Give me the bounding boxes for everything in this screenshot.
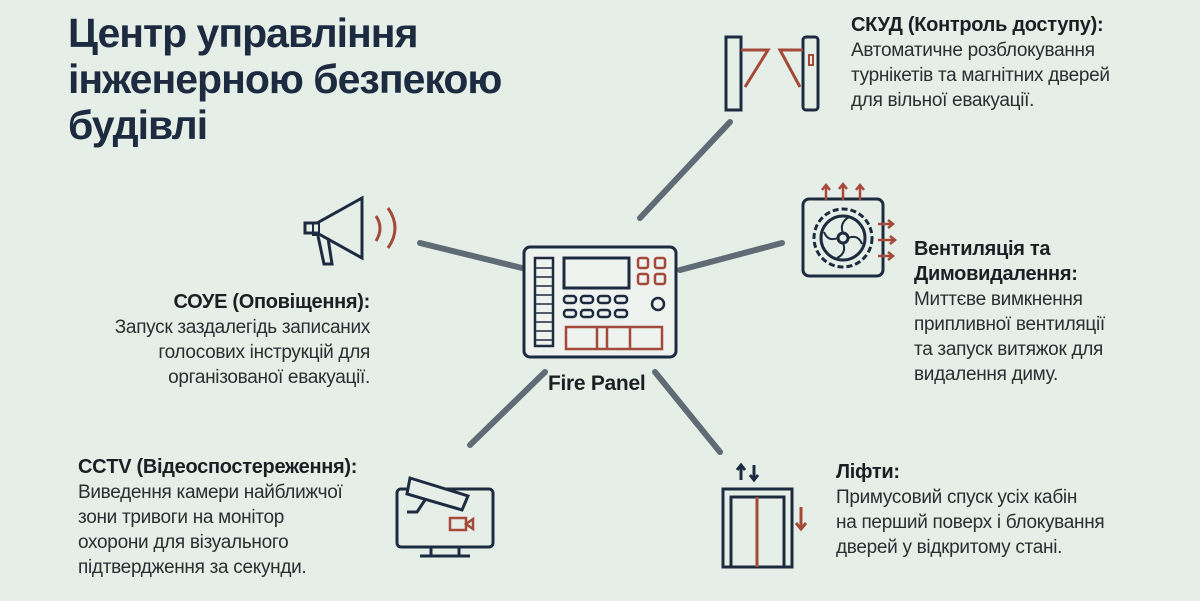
soue-text: Запуск заздалегідь записаних xyxy=(114,317,371,338)
soue-block: СОУЕ (Оповіщення): Запуск заздалегідь за… xyxy=(40,290,371,390)
soue-heading: СОУЕ (Оповіщення): xyxy=(173,291,371,313)
vent-text: Миттєве вимкнення xyxy=(914,289,1083,310)
lifts-text: дверей у відкритому стані. xyxy=(836,537,1063,558)
soue-text: організованої евакуації. xyxy=(168,367,370,388)
title-line: будівлі xyxy=(68,102,208,148)
cctv-text: Виведення камери найближчої xyxy=(78,482,343,503)
fire-panel-icon xyxy=(522,245,678,359)
cctv-text: зони тривоги на монітор xyxy=(78,507,285,528)
vent-heading: Димовидалення: xyxy=(914,263,1078,285)
vent-text: видалення диму. xyxy=(914,364,1058,385)
vent-heading: Вентиляція та xyxy=(914,238,1051,260)
fan-icon xyxy=(801,181,898,278)
skud-text: для вільної евакуації. xyxy=(851,90,1035,111)
turnstile-icon xyxy=(724,35,820,112)
skud-block: СКУД (Контроль доступу): Автоматичне роз… xyxy=(851,13,1110,113)
skud-heading: СКУД (Контроль доступу): xyxy=(851,14,1104,36)
skud-text: Автоматичне розблокування xyxy=(851,40,1095,61)
lifts-block: Ліфти: Примусовий спуск усіх кабін на пе… xyxy=(836,460,1105,560)
title-line: інженерною безпекою xyxy=(68,56,502,102)
cctv-text: охорони для візуального xyxy=(78,532,289,553)
connector-lifts xyxy=(652,369,723,455)
vent-text: та запуск витяжок для xyxy=(914,339,1104,360)
cctv-heading: CCTV (Відеоспостереження): xyxy=(78,456,358,478)
lifts-text: Примусовий спуск усіх кабін xyxy=(836,487,1078,508)
cctv-block: CCTV (Відеоспостереження): Виведення кам… xyxy=(78,455,357,580)
soue-text: голосових інструкцій для xyxy=(158,342,370,363)
cctv-text: підтвердження за секунди. xyxy=(78,557,307,578)
megaphone-icon xyxy=(303,195,397,266)
vent-block: Вентиляція та Димовидалення: Миттєве вим… xyxy=(914,237,1105,387)
connector-cctv xyxy=(467,369,548,448)
connector-skud xyxy=(637,119,733,221)
vent-text: припливної вентиляції xyxy=(914,314,1105,335)
title-line: Центр управління xyxy=(68,10,419,56)
connectors xyxy=(417,119,785,455)
page-title: Центр управління інженерною безпекою буд… xyxy=(68,10,588,148)
elevator-icon xyxy=(721,462,808,569)
skud-text: турнікетів та магнітних дверей xyxy=(851,65,1110,86)
lifts-text: на перший поверх і блокування xyxy=(836,512,1105,533)
fire-panel-label: Fire Panel xyxy=(548,372,646,395)
connector-soue xyxy=(417,240,525,271)
cctv-monitor-icon xyxy=(395,476,495,558)
lifts-heading: Ліфти: xyxy=(836,461,900,483)
connector-vent xyxy=(677,240,785,273)
